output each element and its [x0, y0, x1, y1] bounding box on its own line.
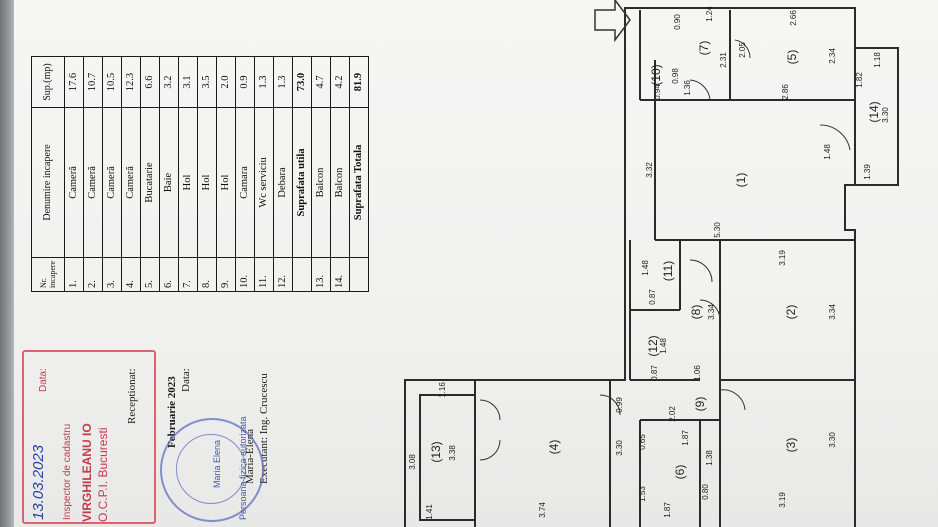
dimension-label: 1.53	[638, 486, 647, 502]
outer-wall-east	[624, 7, 856, 527]
dimension-label: 1.36	[683, 80, 692, 96]
room-label: (12)	[646, 335, 660, 356]
dimension-label: 3.34	[828, 304, 837, 320]
dimension-label: 1.87	[663, 502, 672, 518]
room-label: (14)	[867, 101, 881, 122]
dimension-label: 0.90	[673, 14, 682, 30]
dimension-label: 0.94	[653, 84, 662, 100]
balcony-13-outline	[419, 394, 475, 521]
dimension-label: 0.99	[615, 397, 624, 413]
dimension-label: 0.87	[648, 289, 657, 305]
dimension-label: 2.31	[719, 52, 728, 68]
dimension-label: 2.86	[781, 84, 790, 100]
room-label: (5)	[785, 50, 799, 65]
room-label: (8)	[689, 305, 703, 320]
room-label: (13)	[429, 441, 443, 462]
dimension-label: 3.30	[828, 432, 837, 448]
dimension-label: 3.08	[408, 454, 417, 470]
dimension-label: 0.98	[671, 68, 680, 84]
room-label: (7)	[697, 41, 711, 56]
dimension-label: 1.41	[425, 504, 434, 520]
dimension-label: 0.80	[701, 484, 710, 500]
dimension-label: 3.30	[615, 440, 624, 456]
dimension-label: 2.66	[789, 10, 798, 26]
dimension-label: 2.05	[738, 42, 747, 58]
dimension-label: 2.02	[668, 406, 677, 422]
dimension-label: 1.82	[855, 72, 864, 88]
dimension-label: 1.38	[705, 450, 714, 466]
dimension-label: 1.18	[873, 52, 882, 68]
dimension-label: 3.19	[778, 492, 787, 508]
dimension-label: 1.48	[641, 260, 650, 276]
authorization-seal	[160, 418, 264, 522]
dimension-label: 0.87	[650, 365, 659, 381]
dimension-label: 1.24	[705, 6, 714, 22]
room-label: (1)	[734, 173, 748, 188]
dimension-label: 1.06	[693, 365, 702, 381]
room-label: (6)	[673, 465, 687, 480]
dimension-label: 1.48	[659, 338, 668, 354]
room-label: (3)	[784, 438, 798, 453]
balcony-14-outline	[855, 47, 899, 186]
dimension-label: 3.34	[707, 304, 716, 320]
dimension-label: 3.19	[778, 250, 787, 266]
room-label: (9)	[693, 397, 707, 412]
dimension-label: 1.16	[438, 382, 447, 398]
dimension-label: 3.30	[881, 107, 890, 123]
room-label: (2)	[784, 305, 798, 320]
ocpi-stamp	[22, 350, 156, 524]
dimension-label: 5.30	[713, 222, 722, 238]
outer-wall-west	[404, 45, 626, 527]
room-label: (10)	[649, 64, 663, 85]
room-label: (11)	[661, 261, 675, 281]
dimension-label: 3.74	[538, 502, 547, 518]
dimension-label: 3.38	[448, 445, 457, 461]
room-label: (4)	[547, 440, 561, 455]
entrance-arrow-icon	[594, 0, 631, 43]
dimension-label: 0.65	[638, 434, 647, 450]
dimension-label: 3.32	[645, 162, 654, 178]
dimension-label: 1.48	[823, 144, 832, 160]
dimension-label: 1.39	[863, 164, 872, 180]
dimension-label: 2.34	[828, 48, 837, 64]
dimension-label: 1.87	[681, 430, 690, 446]
